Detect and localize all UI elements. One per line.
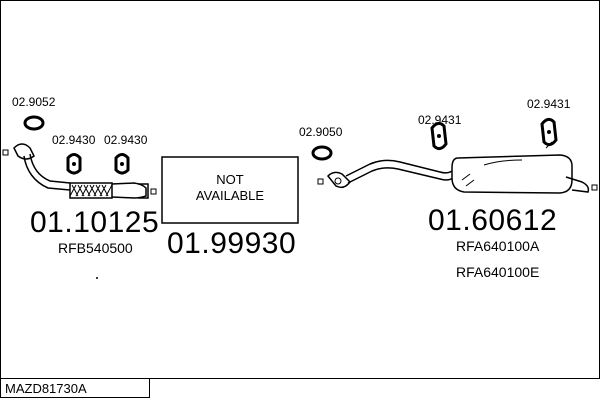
part-label-gasket-left: 02.9052 — [12, 95, 56, 109]
rubber-hanger-icon[interactable] — [66, 153, 82, 175]
rear-silencer-ref-1: RFA640100A — [456, 238, 540, 254]
flex-joint-icon[interactable] — [69, 182, 113, 199]
not-available-text: NOT AVAILABLE — [162, 172, 298, 204]
rubber-hanger-icon[interactable] — [114, 153, 130, 175]
gasket-icon[interactable] — [311, 145, 333, 161]
rubber-hanger-icon[interactable] — [430, 121, 448, 151]
rear-silencer-ref-2: RFA640100E — [456, 264, 540, 280]
middle-section-box[interactable] — [161, 156, 299, 224]
not-available-line2: AVAILABLE — [195, 188, 265, 203]
rear-silencer-icon[interactable] — [317, 141, 598, 194]
model-label: MAZD81730A — [5, 381, 87, 396]
front-pipe-ref: RFB540500 — [58, 240, 133, 256]
front-pipe-icon[interactable] — [2, 143, 157, 199]
dot-mark — [96, 277, 98, 279]
middle-section-code: 01.99930 — [167, 227, 297, 260]
part-label-hanger-d: 02.9431 — [527, 97, 571, 111]
front-pipe-code: 01.10125 — [30, 206, 160, 239]
part-label-hanger-b: 02.9430 — [104, 133, 148, 147]
rubber-hanger-icon[interactable] — [540, 117, 558, 147]
not-available-line1: NOT — [216, 172, 244, 187]
part-label-hanger-c: 02.9431 — [418, 113, 462, 127]
part-label-gasket-mid: 02.9050 — [299, 125, 343, 139]
gasket-icon[interactable] — [23, 115, 45, 131]
model-box: MAZD81730A — [0, 378, 150, 398]
part-label-hanger-a: 02.9430 — [52, 133, 96, 147]
rear-silencer-code: 01.60612 — [428, 204, 558, 237]
